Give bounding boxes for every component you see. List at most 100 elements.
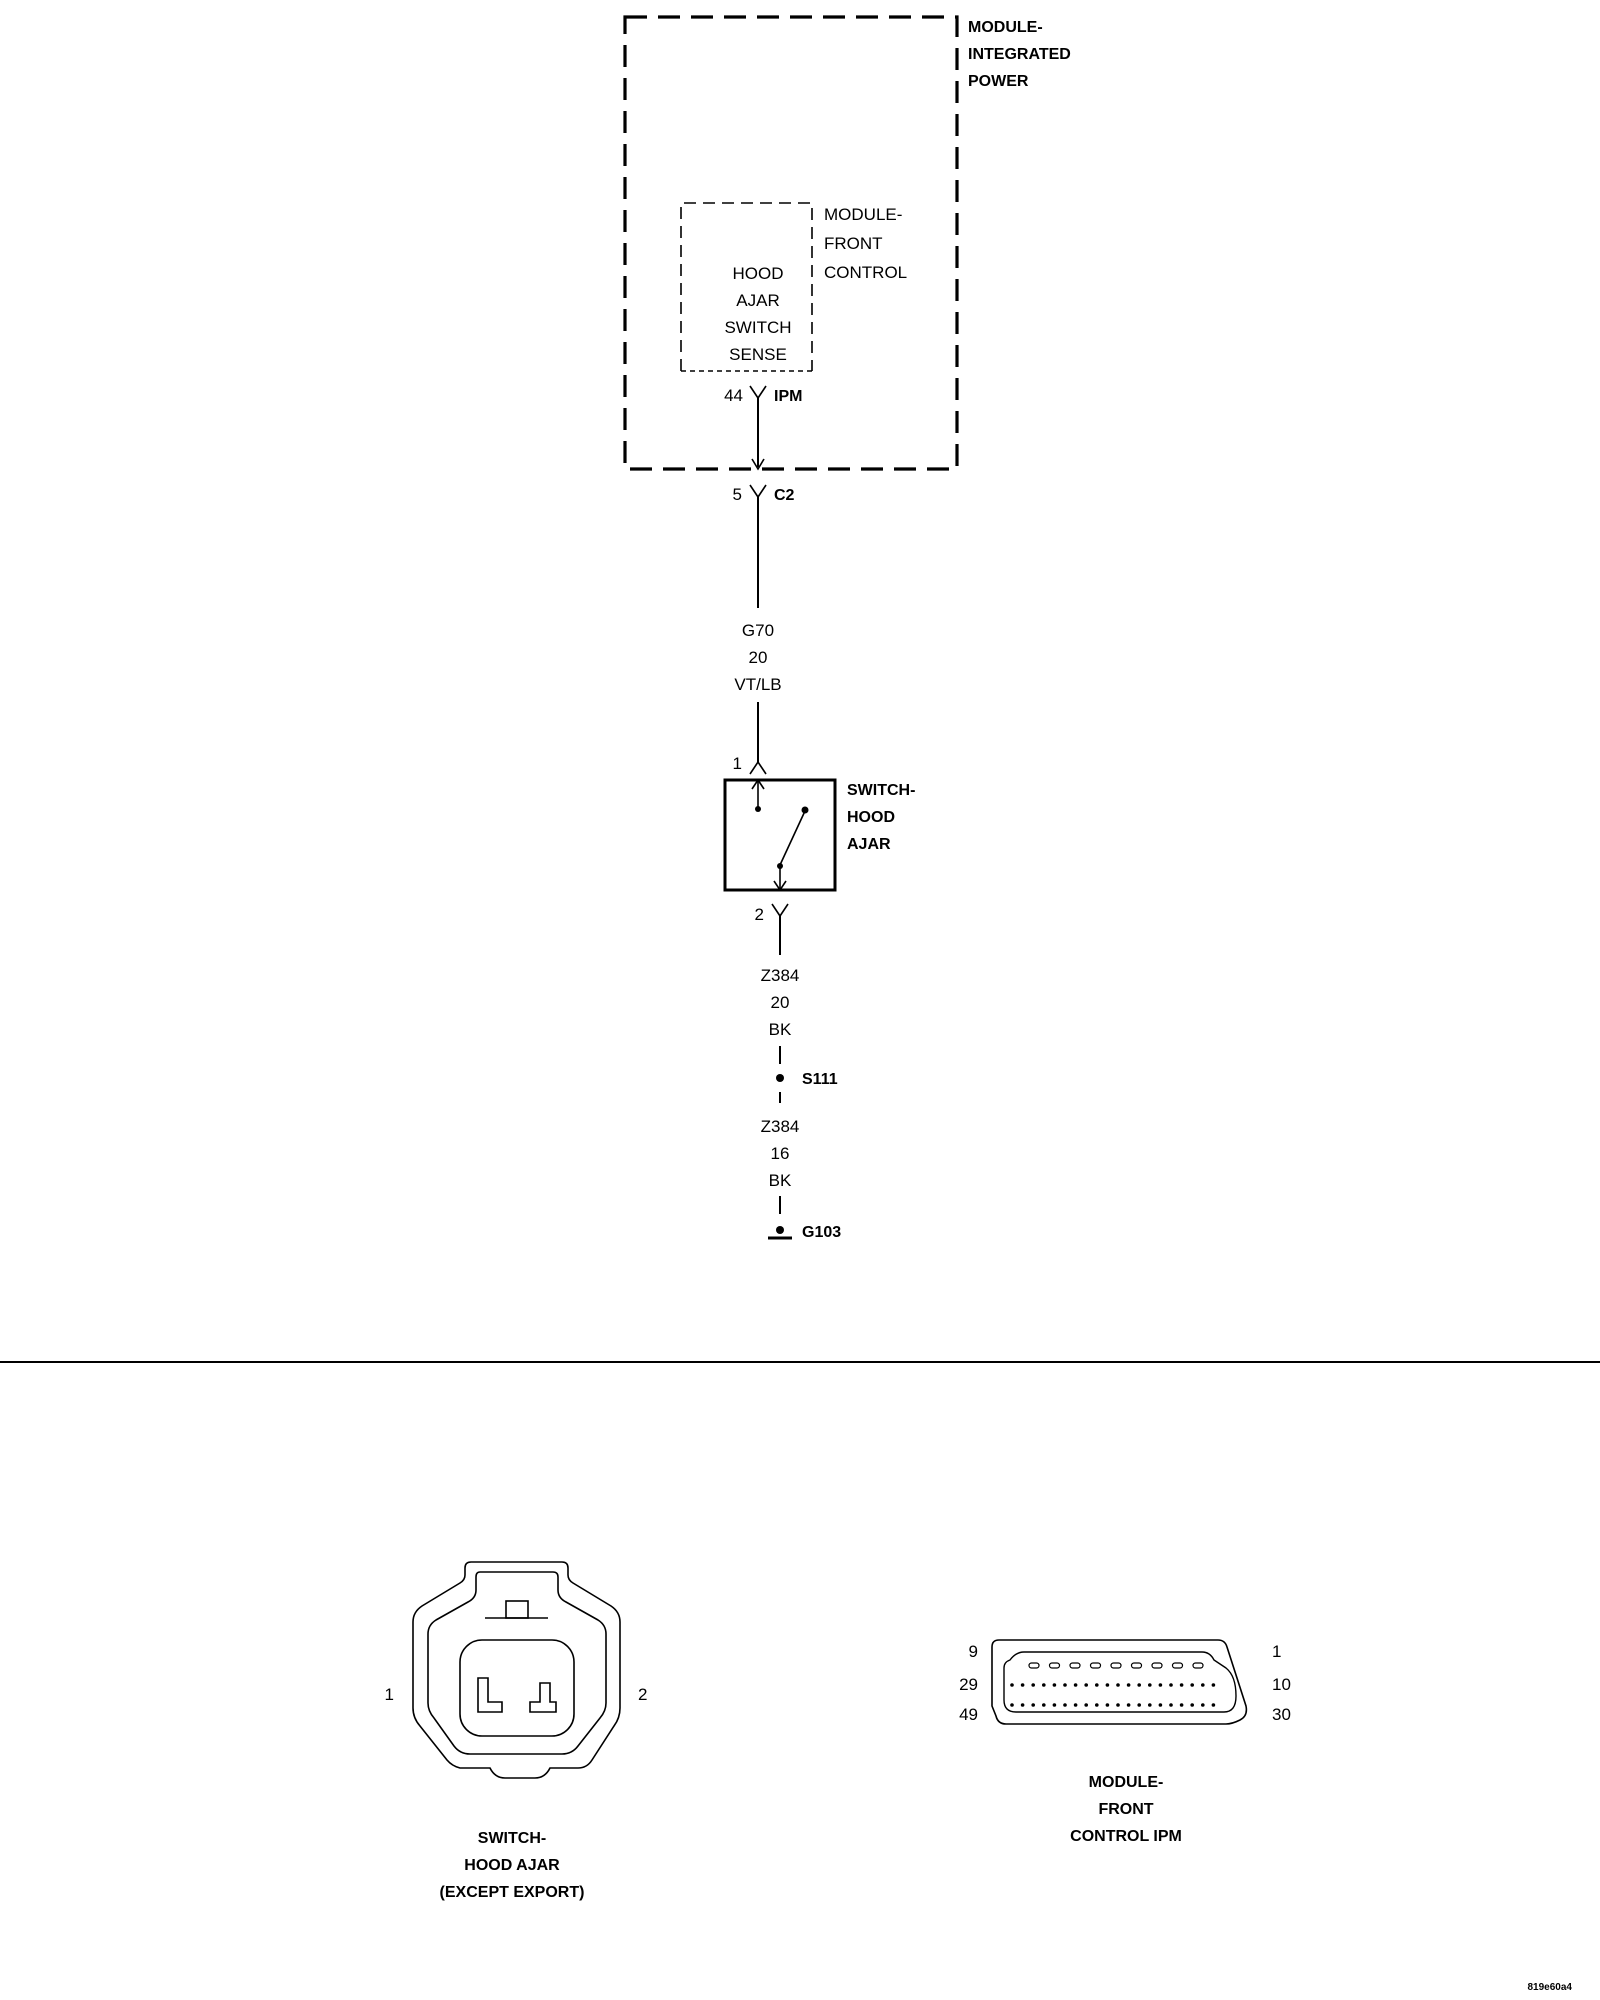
z384-16-gauge: 16 bbox=[771, 1144, 790, 1163]
fcm-cavity-dot bbox=[1063, 1703, 1067, 1707]
switch-view-caption-1: SWITCH- bbox=[478, 1830, 546, 1847]
fcm-cavity-dot bbox=[1126, 1703, 1131, 1707]
fcm-cavity-dot bbox=[1095, 1703, 1099, 1707]
switch-label-2: HOOD bbox=[847, 809, 895, 826]
fcm-cavity-dot bbox=[1020, 1703, 1025, 1707]
circuit-label-1: HOOD bbox=[733, 264, 784, 283]
fcm-view-pin-30: 30 bbox=[1272, 1705, 1291, 1724]
ipm-module: MODULE- INTEGRATED POWER bbox=[623, 15, 1071, 471]
fcm-cavity-slot bbox=[1069, 1662, 1081, 1669]
switch-view-caption-2: HOOD AJAR bbox=[464, 1857, 560, 1874]
z384-16-circuit: Z384 bbox=[761, 1117, 800, 1136]
fcm-cavity-slot bbox=[1048, 1662, 1061, 1669]
fcm-cavity-dot bbox=[1105, 1683, 1110, 1687]
fcm-view-pin-9: 9 bbox=[969, 1642, 978, 1661]
fcm-cavity-dot bbox=[1211, 1683, 1216, 1687]
fcm-cavity-dot bbox=[1190, 1703, 1194, 1707]
fcm-view-pin-10: 10 bbox=[1272, 1675, 1291, 1694]
g70-color: VT/LB bbox=[734, 675, 781, 694]
ipm-connector-name: IPM bbox=[774, 388, 802, 405]
fcm-cavity-slot bbox=[1110, 1662, 1122, 1669]
fcm-cavity-dot bbox=[1031, 1703, 1035, 1707]
fcm-pin-grid bbox=[1010, 1662, 1216, 1707]
fcm-cavity-dot bbox=[1190, 1683, 1194, 1687]
g70-gauge: 20 bbox=[749, 648, 768, 667]
splice-name: S111 bbox=[802, 1071, 838, 1088]
fcm-cavity-slot bbox=[1130, 1662, 1143, 1669]
switch-pin-2: 2 bbox=[755, 903, 789, 924]
fcm-cavity-dot bbox=[1084, 1683, 1088, 1687]
fcm-cavity-dot bbox=[1137, 1683, 1141, 1687]
connector-c2-5: 5 C2 bbox=[733, 484, 795, 504]
fcm-cavity-dot bbox=[1010, 1683, 1014, 1687]
connector-ipm-44: 44 IPM bbox=[724, 385, 802, 405]
switch-connector-view: 1 2 SWITCH- HOOD AJAR (EXCEPT EXPORT) bbox=[385, 1561, 647, 1901]
circuit-label-2: AJAR bbox=[736, 291, 779, 310]
fcm-cavity-dot bbox=[1052, 1703, 1057, 1707]
wire-z384-20-labels: Z384 20 BK bbox=[761, 966, 800, 1039]
fcm-cavity-dot bbox=[1116, 1703, 1120, 1707]
fcm-view-caption-3: CONTROL IPM bbox=[1070, 1828, 1182, 1845]
switch-pin-1: 1 bbox=[733, 754, 767, 775]
fcm-cavity-dot bbox=[1169, 1703, 1173, 1707]
fcm-module: MODULE- FRONT CONTROL HOOD AJAR SWITCH S… bbox=[680, 202, 907, 372]
fcm-cavity-dot bbox=[1063, 1683, 1067, 1687]
ipm-label-2: INTEGRATED bbox=[968, 46, 1071, 63]
fcm-cavity-dot bbox=[1042, 1703, 1046, 1707]
z384-20-color: BK bbox=[769, 1020, 792, 1039]
fcm-label-2: FRONT bbox=[824, 234, 883, 253]
fcm-view-pin-49: 49 bbox=[959, 1705, 978, 1724]
fcm-cavity-dot bbox=[1179, 1683, 1184, 1687]
switch-view-caption-3: (EXCEPT EXPORT) bbox=[440, 1884, 585, 1901]
fcm-cavity-dot bbox=[1052, 1683, 1057, 1687]
ipm-label-3: POWER bbox=[968, 73, 1029, 90]
ipm-label-1: MODULE- bbox=[968, 19, 1043, 36]
fcm-cavity-dot bbox=[1073, 1683, 1078, 1687]
fcm-cavity-dot bbox=[1201, 1703, 1205, 1707]
ipm-pin-number: 44 bbox=[724, 386, 743, 405]
z384-20-gauge: 20 bbox=[771, 993, 790, 1012]
fcm-cavity-slot bbox=[1171, 1662, 1184, 1669]
fcm-cavity-dot bbox=[1148, 1683, 1152, 1687]
fcm-cavity-dot bbox=[1179, 1703, 1184, 1707]
fcm-cavity-dot bbox=[1137, 1703, 1141, 1707]
switch-view-pin-1: 1 bbox=[385, 1685, 394, 1704]
fcm-label-1: MODULE- bbox=[824, 205, 902, 224]
ground-name: G103 bbox=[802, 1224, 841, 1241]
fcm-cavity-dot bbox=[1084, 1703, 1088, 1707]
g70-circuit: G70 bbox=[742, 621, 774, 640]
fcm-cavity-dot bbox=[1158, 1683, 1163, 1687]
fcm-view-pin-1: 1 bbox=[1272, 1642, 1281, 1661]
fcm-connector-view: 9 29 49 1 10 30 MODULE- FRONT CONTROL IP… bbox=[959, 1639, 1291, 1845]
switch-label-3: AJAR bbox=[847, 836, 891, 853]
switch-pin-2-number: 2 bbox=[755, 905, 764, 924]
circuit-label-3: SWITCH bbox=[724, 318, 791, 337]
fcm-cavity-dot bbox=[1042, 1683, 1046, 1687]
arrow-into-c2 bbox=[751, 458, 765, 471]
c2-pin-number: 5 bbox=[733, 485, 742, 504]
fcm-cavity-dot bbox=[1169, 1683, 1173, 1687]
switch-view-pin-2: 2 bbox=[638, 1685, 647, 1704]
fcm-cavity-dot bbox=[1095, 1683, 1099, 1687]
figure-id: 819e60a4 bbox=[1528, 1982, 1573, 1993]
fcm-cavity-dot bbox=[1105, 1703, 1110, 1707]
fcm-cavity-dot bbox=[1158, 1703, 1163, 1707]
fcm-cavity-dot bbox=[1020, 1683, 1025, 1687]
fcm-cavity-dot bbox=[1073, 1703, 1078, 1707]
hood-ajar-switch: SWITCH- HOOD AJAR bbox=[723, 778, 915, 892]
fcm-cavity-slot bbox=[1192, 1662, 1204, 1669]
c2-connector-name: C2 bbox=[774, 487, 795, 504]
fcm-view-caption-2: FRONT bbox=[1098, 1801, 1153, 1818]
switch-label-1: SWITCH- bbox=[847, 782, 915, 799]
fcm-cavity-dot bbox=[1031, 1683, 1035, 1687]
fcm-cavity-dot bbox=[1211, 1703, 1216, 1707]
fcm-cavity-slot bbox=[1028, 1662, 1040, 1669]
fcm-cavity-dot bbox=[1010, 1703, 1014, 1707]
fcm-cavity-dot bbox=[1148, 1703, 1152, 1707]
fcm-cavity-slot bbox=[1089, 1662, 1102, 1669]
splice-s111: S111 bbox=[776, 1071, 838, 1088]
fcm-cavity-dot bbox=[1201, 1683, 1205, 1687]
fcm-cavity-dot bbox=[1116, 1683, 1120, 1687]
switch-pin-1-number: 1 bbox=[733, 754, 742, 773]
wire-g70-labels: G70 20 VT/LB bbox=[734, 621, 781, 694]
